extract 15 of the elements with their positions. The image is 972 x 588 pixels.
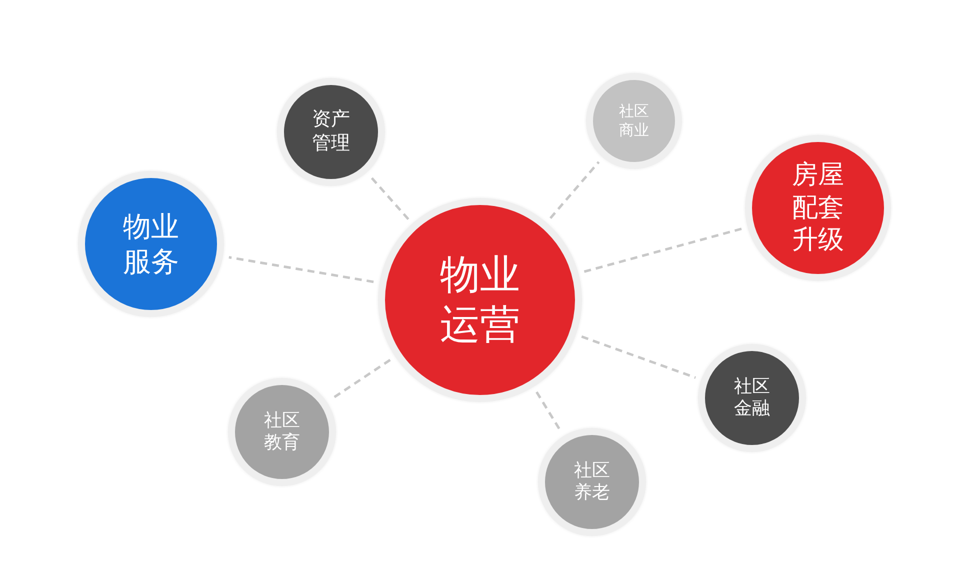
- dashed-connector: [584, 228, 742, 273]
- circle-label: 物业服务: [122, 209, 180, 279]
- dashed-connector: [536, 391, 562, 432]
- circle-label: 社区商业: [618, 102, 650, 140]
- circle-label: 资产管理: [311, 108, 351, 156]
- circle-label: 房屋配套升级: [791, 159, 845, 257]
- circle-label: 物业运营: [439, 251, 521, 350]
- circle-label: 社区养老: [573, 460, 611, 504]
- dashed-connector: [228, 256, 374, 284]
- circle-label: 社区金融: [733, 376, 771, 420]
- dashed-connector: [370, 176, 410, 220]
- circle-label: 社区教育: [263, 410, 301, 454]
- dashed-connector: [331, 358, 391, 400]
- dashed-connector: [549, 161, 600, 219]
- dashed-connector: [581, 335, 696, 379]
